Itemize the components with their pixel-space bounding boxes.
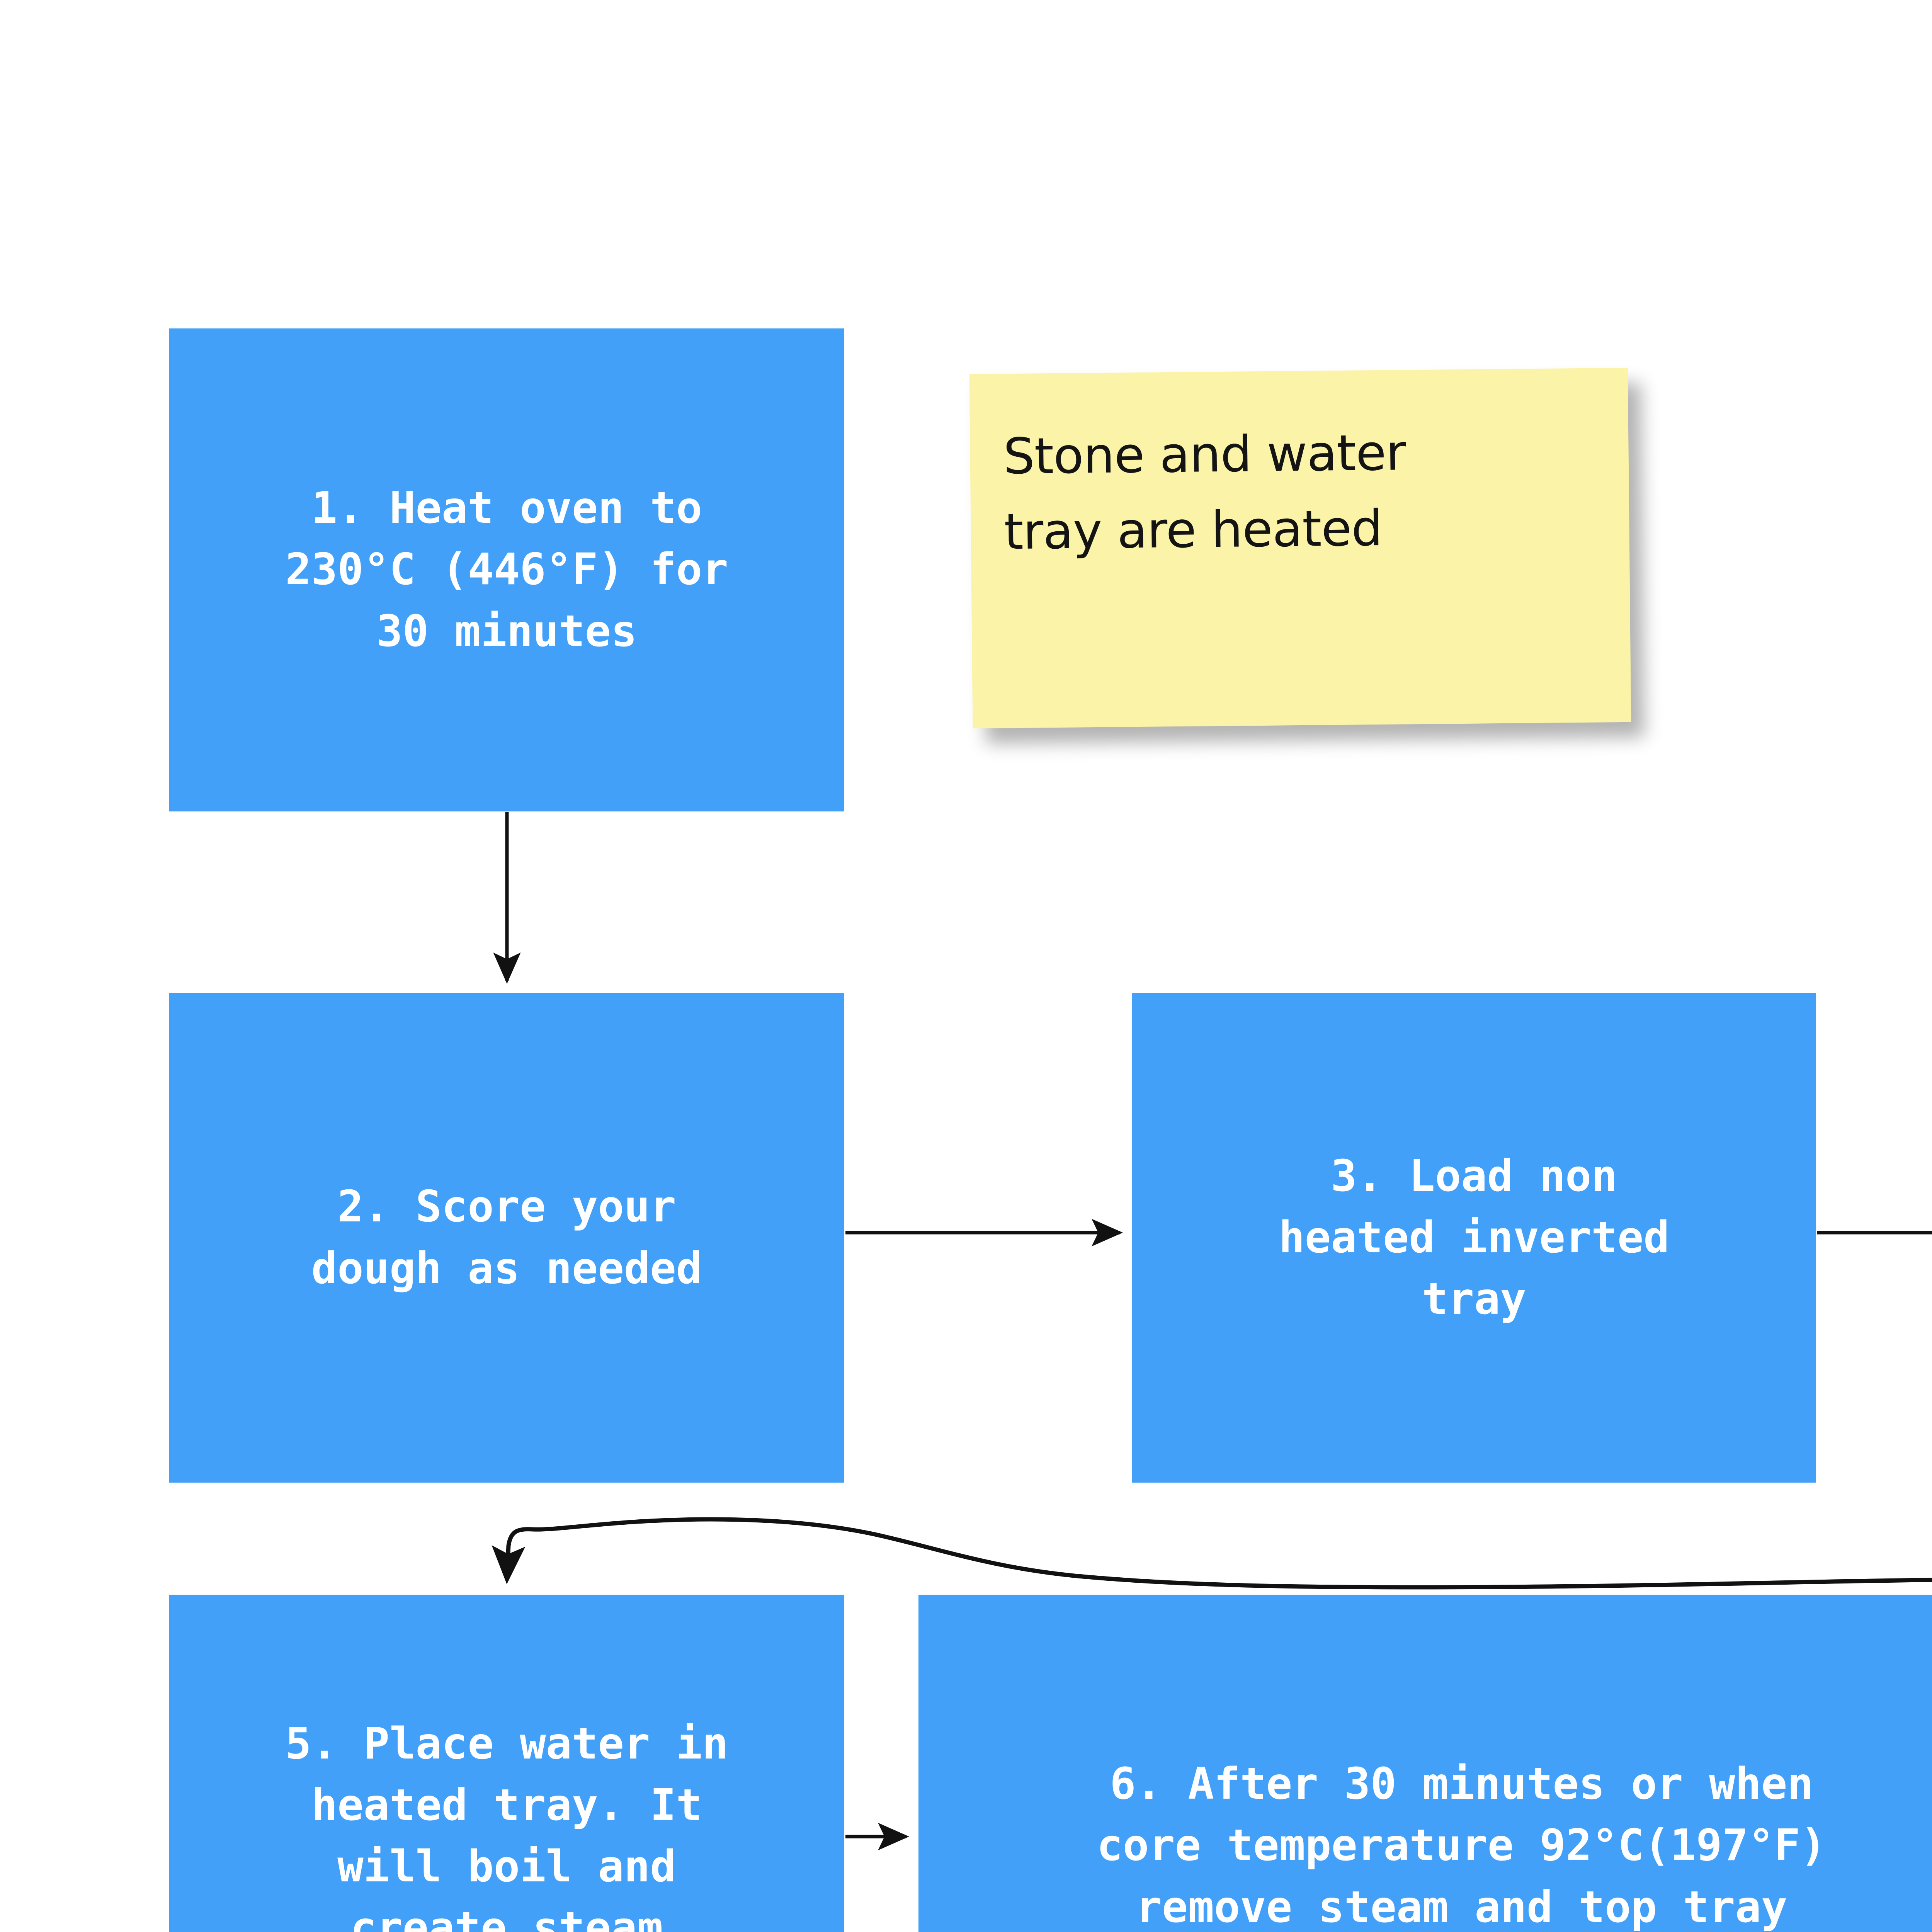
flow-node-step-1[interactable]: 1. Heat oven to 230°C (446°F) for 30 min…: [169, 328, 844, 811]
flow-node-step-6-label: 6. After 30 minutes or when core tempera…: [1097, 1759, 1827, 1932]
flow-node-step-5-label: 5. Place water in heated tray. It will b…: [285, 1718, 728, 1932]
flow-node-step-3[interactable]: 3. Load non heated inverted tray: [1132, 993, 1816, 1483]
flow-node-step-3-label: 3. Load non heated inverted tray: [1279, 1151, 1670, 1325]
flow-node-step-1-label: 1. Heat oven to 230°C (446°F) for 30 min…: [285, 483, 728, 656]
sticky-note-label: Stone and water tray are heated: [1003, 424, 1406, 561]
sticky-note[interactable]: Stone and water tray are heated: [969, 367, 1631, 729]
flow-node-step-6[interactable]: 6. After 30 minutes or when core tempera…: [918, 1595, 1932, 1932]
edge-step4-step5: [492, 1517, 1932, 1590]
flow-node-step-2[interactable]: 2. Score your dough as needed: [169, 993, 844, 1483]
flow-node-step-2-label: 2. Score your dough as needed: [311, 1182, 702, 1294]
flow-node-step-5[interactable]: 5. Place water in heated tray. It will b…: [169, 1595, 844, 1932]
